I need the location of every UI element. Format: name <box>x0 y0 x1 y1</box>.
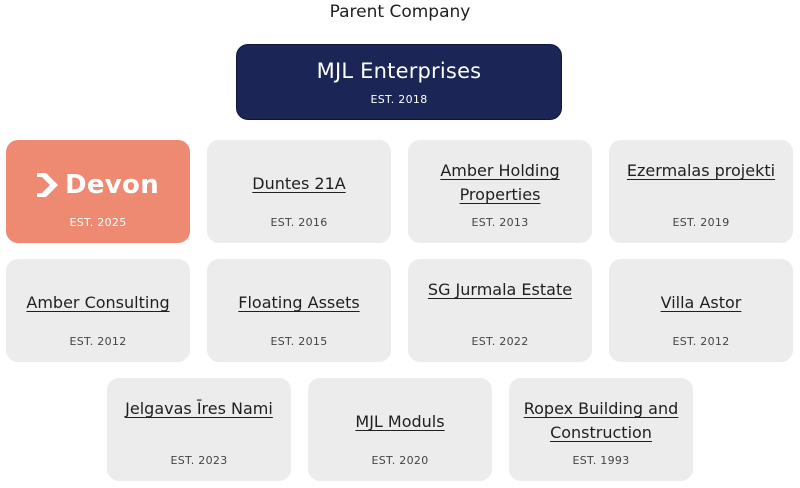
company-est: EST. 2012 <box>69 335 127 348</box>
company-est: EST. 1993 <box>572 454 630 467</box>
company-name-link[interactable]: Villa Astor <box>660 293 742 312</box>
company-est: EST. 2019 <box>672 216 730 229</box>
company-name-link[interactable]: SG Jurmala Estate <box>427 280 573 299</box>
page-heading: Parent Company <box>329 2 471 22</box>
company-card[interactable]: Floating Assets EST. 2015 <box>207 259 391 362</box>
parent-company-est: EST. 2018 <box>370 93 428 106</box>
company-est: EST. 2025 <box>69 216 127 229</box>
company-est: EST. 2016 <box>270 216 328 229</box>
parent-company-card[interactable]: MJL Enterprises EST. 2018 <box>236 44 562 120</box>
company-card[interactable]: Villa Astor EST. 2012 <box>609 259 793 362</box>
company-name-link[interactable]: Jelgavas Īres Nami <box>125 399 273 418</box>
company-est: EST. 2022 <box>471 335 529 348</box>
company-card[interactable]: Ezermalas projekti EST. 2019 <box>609 140 793 243</box>
company-name-link[interactable]: Amber Holding Properties <box>440 161 560 204</box>
company-card[interactable]: Amber Holding Properties EST. 2013 <box>408 140 592 243</box>
company-card[interactable]: Amber Consulting EST. 2012 <box>6 259 190 362</box>
devon-logo: Devon <box>6 170 190 200</box>
company-card-devon[interactable]: Devon EST. 2025 <box>6 140 190 243</box>
company-name-link[interactable]: MJL Moduls <box>355 412 445 431</box>
company-est: EST. 2023 <box>170 454 228 467</box>
company-est: EST. 2012 <box>672 335 730 348</box>
company-name-link[interactable]: Duntes 21A <box>252 174 346 193</box>
parent-company-name: MJL Enterprises <box>316 59 482 83</box>
company-card[interactable]: Duntes 21A EST. 2016 <box>207 140 391 243</box>
company-card[interactable]: SG Jurmala Estate EST. 2022 <box>408 259 592 362</box>
company-name-link[interactable]: Ropex Building and Construction <box>523 399 679 442</box>
company-card[interactable]: MJL Moduls EST. 2020 <box>308 378 492 481</box>
company-est: EST. 2020 <box>371 454 429 467</box>
company-card[interactable]: Ropex Building and Construction EST. 199… <box>509 378 693 481</box>
devon-logo-icon <box>36 173 58 197</box>
company-name-link[interactable]: Ezermalas projekti <box>626 161 776 180</box>
company-name-link[interactable]: Floating Assets <box>238 293 360 312</box>
company-name-link[interactable]: Amber Consulting <box>26 293 170 312</box>
company-card[interactable]: Jelgavas Īres Nami EST. 2023 <box>107 378 291 481</box>
devon-logo-text: Devon <box>64 170 160 200</box>
company-est: EST. 2015 <box>270 335 328 348</box>
company-est: EST. 2013 <box>471 216 529 229</box>
